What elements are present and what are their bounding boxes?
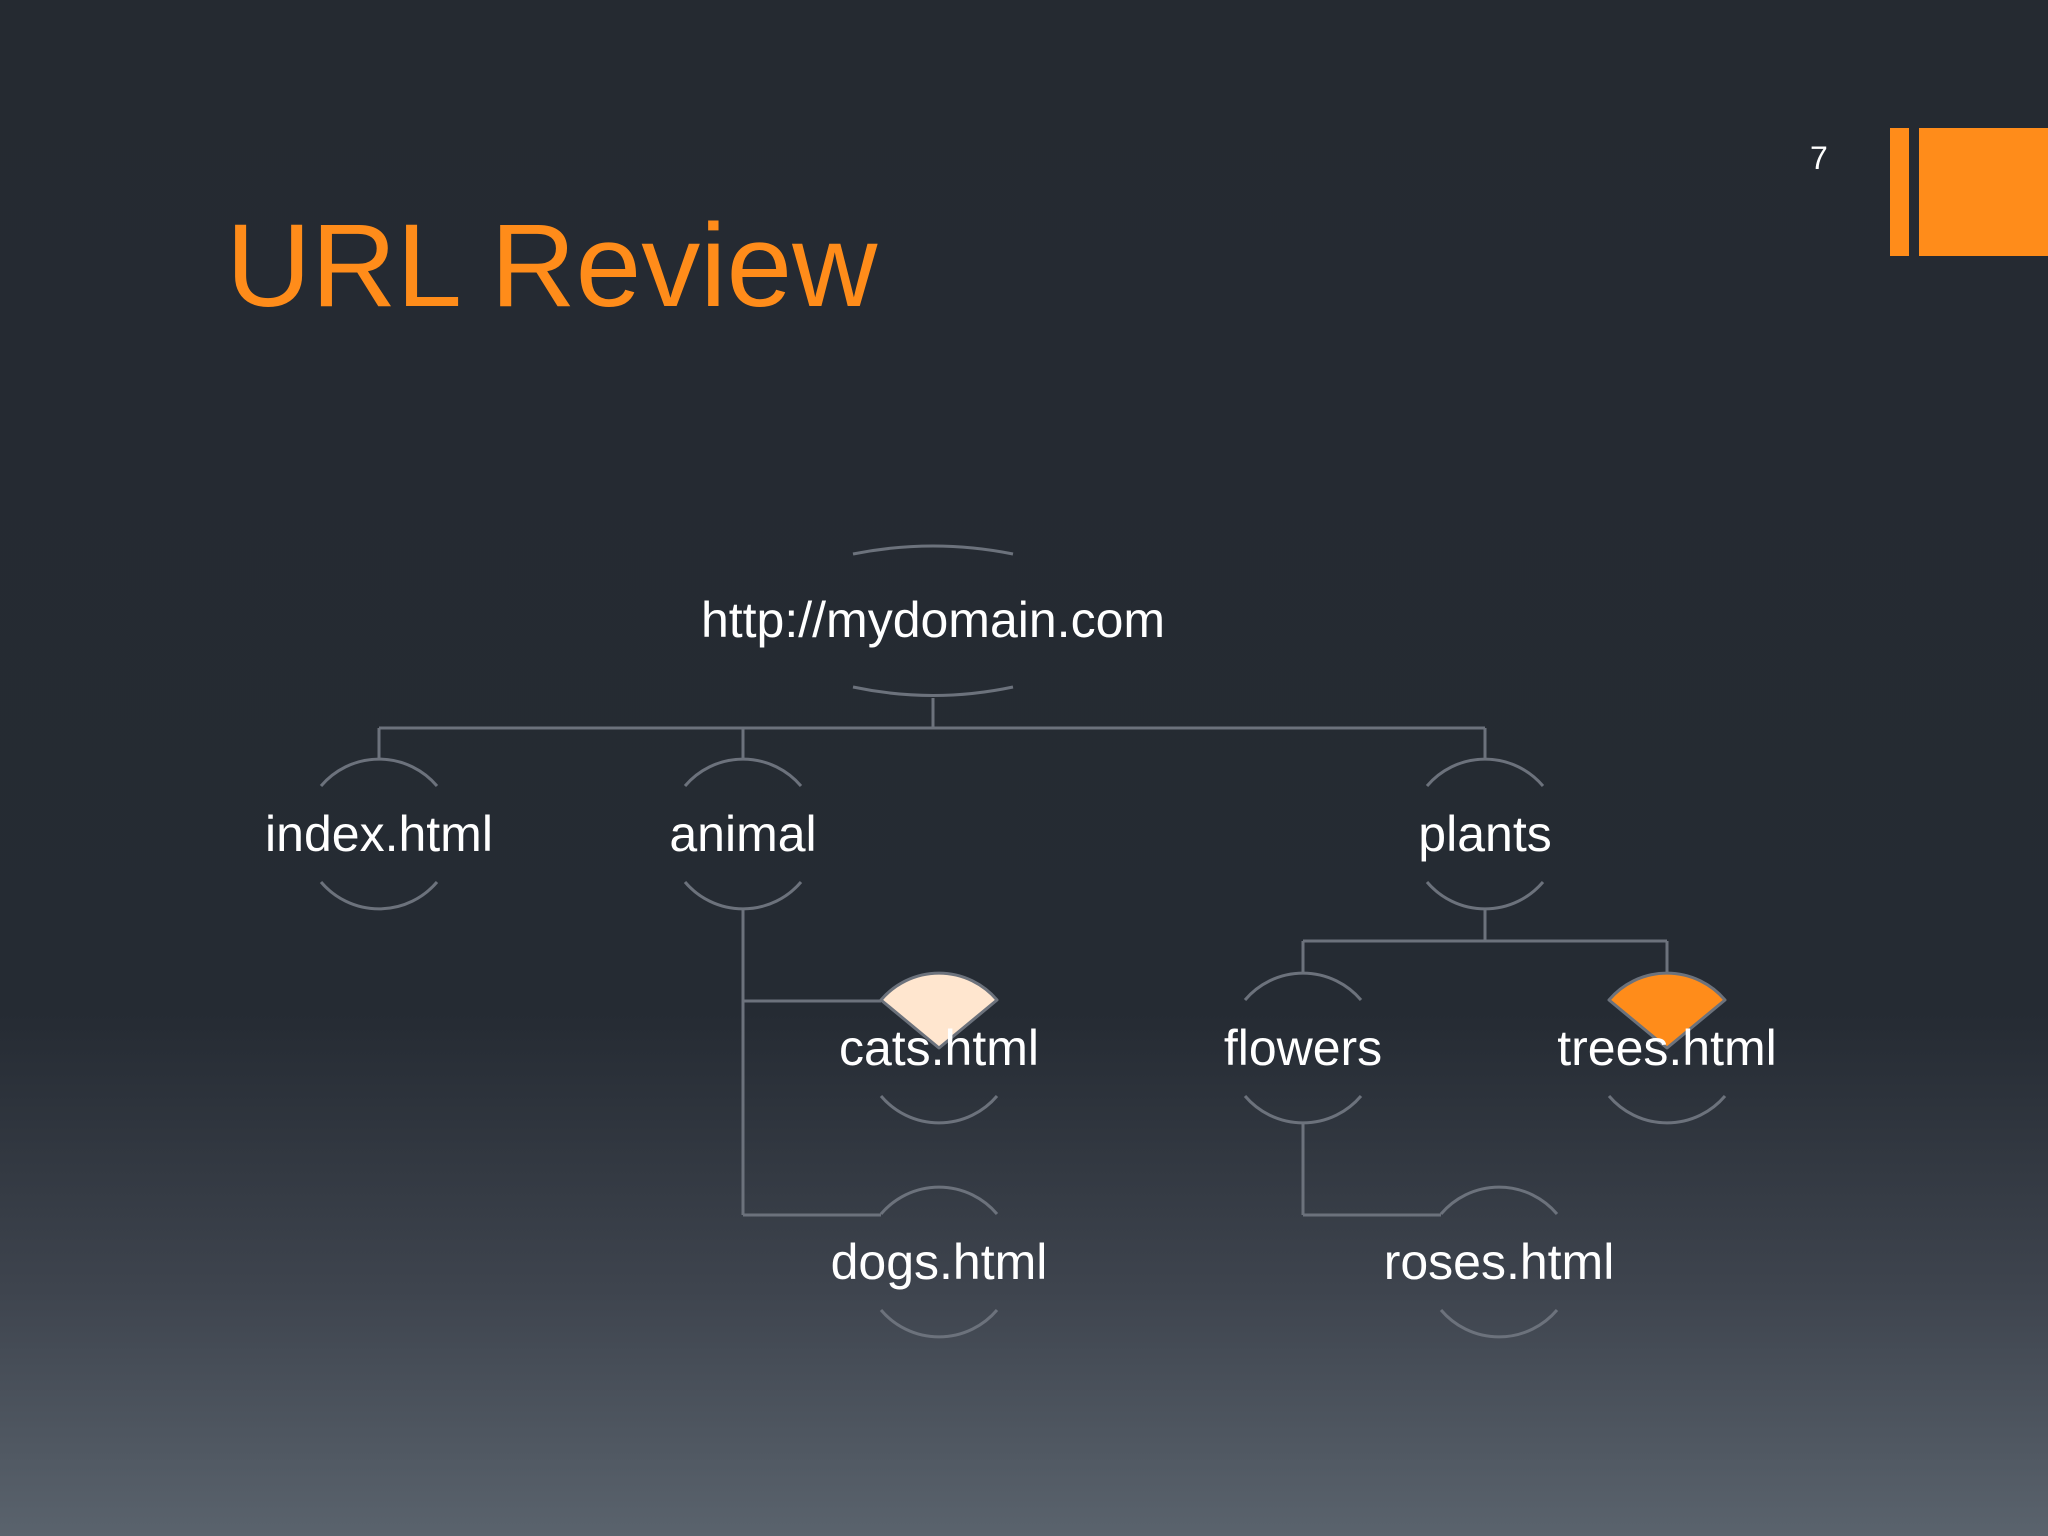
tree-node-roses: roses.html <box>1384 1185 1615 1339</box>
node-top-arc <box>683 757 803 787</box>
node-label-dogs: dogs.html <box>831 1234 1048 1290</box>
node-top-arc <box>1425 757 1545 787</box>
node-bottom-arc <box>319 881 439 911</box>
node-top-arc <box>319 757 439 787</box>
tree-node-dogs: dogs.html <box>831 1185 1048 1339</box>
node-bottom-arc <box>879 1309 999 1339</box>
node-label-flowers: flowers <box>1224 1020 1382 1076</box>
tree-connectors <box>377 698 1669 1217</box>
slide-title: URL Review <box>226 200 878 332</box>
tree-node-root: http://mydomain.com <box>701 544 1165 697</box>
node-bottom-arc <box>1439 1309 1559 1339</box>
tree-node-plants: plants <box>1418 757 1552 911</box>
page-number: 7 <box>1810 140 1828 176</box>
node-label-animal: animal <box>669 806 816 862</box>
node-label-trees: trees.html <box>1557 1020 1777 1076</box>
node-label-cats: cats.html <box>839 1020 1039 1076</box>
node-top-arc <box>1243 971 1363 1001</box>
tree-nodes: http://mydomain.com index.html animal plant… <box>265 544 1777 1339</box>
node-top-arc <box>1439 1185 1559 1215</box>
node-bottom-arc <box>1607 1095 1727 1125</box>
tree-node-index: index.html <box>265 757 493 911</box>
node-bottom-arc <box>879 1095 999 1125</box>
accent-bar-block <box>1919 128 2048 256</box>
node-label-index: index.html <box>265 806 493 862</box>
node-bottom-arc <box>852 685 1014 697</box>
node-bottom-arc <box>1243 1095 1363 1125</box>
node-label-plants: plants <box>1418 806 1551 862</box>
accent-bar-thin <box>1890 128 1909 256</box>
tree-node-cats: cats.html <box>839 971 1039 1125</box>
node-label-roses: roses.html <box>1384 1234 1615 1290</box>
tree-node-animal: animal <box>669 757 817 911</box>
tree-node-trees: trees.html <box>1557 971 1777 1125</box>
node-bottom-arc <box>1425 881 1545 911</box>
node-top-arc <box>879 1185 999 1215</box>
node-bottom-arc <box>683 881 803 911</box>
node-label-root: http://mydomain.com <box>701 592 1165 648</box>
tree-node-flowers: flowers <box>1224 971 1382 1125</box>
node-wedge-accent <box>1607 971 1727 1050</box>
node-wedge-light <box>879 971 999 1050</box>
node-top-arc <box>852 544 1014 556</box>
